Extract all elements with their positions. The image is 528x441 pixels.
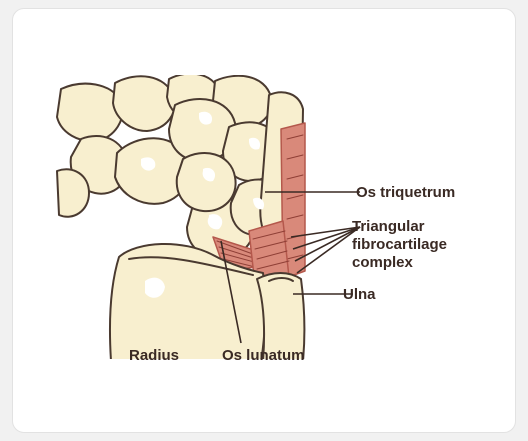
label-tfcc-line-2: fibrocartilage (352, 236, 447, 253)
label-os-lunatum: Os lunatum (222, 347, 305, 364)
label-tfcc-line-1: Triangular (352, 218, 425, 235)
label-ulna: Ulna (343, 286, 376, 303)
label-os-triquetrum: Os triquetrum (356, 184, 455, 201)
wrist-anatomy-illustration: Os triquetrum Triangular fibrocartilage … (13, 9, 516, 433)
image-card: Os triquetrum Triangular fibrocartilage … (12, 8, 516, 433)
label-tfcc-line-3: complex (352, 254, 414, 271)
label-radius: Radius (129, 347, 179, 364)
leader-tfcc-4 (297, 227, 360, 273)
